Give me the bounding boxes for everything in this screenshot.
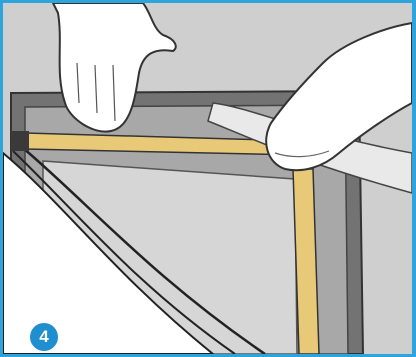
installation-illustration: [3, 3, 412, 354]
illustration-panel: 4: [3, 3, 412, 354]
spline-roll: [11, 131, 29, 151]
step-number-badge: 4: [28, 321, 60, 353]
